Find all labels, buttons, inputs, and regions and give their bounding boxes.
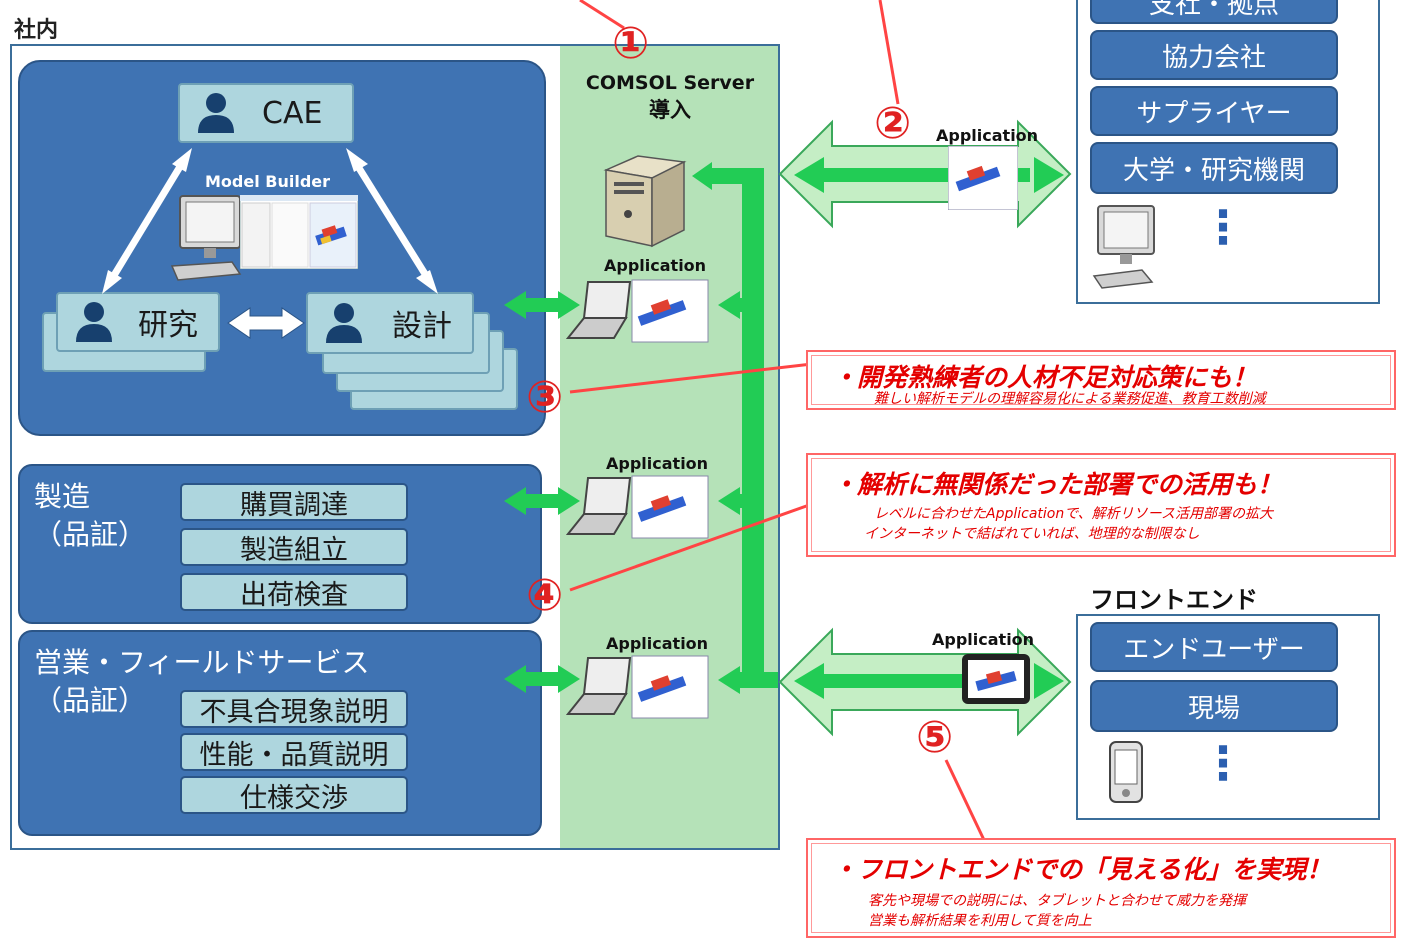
- manufacturing-item-inspection: 出荷検査: [180, 573, 408, 611]
- app-label-manufacturing: Application: [606, 454, 709, 473]
- person-icon: [198, 93, 234, 133]
- sales-item-spec: 仕様交渉: [180, 776, 408, 814]
- sales-label: 営業・フィールドサービス （品証）: [34, 644, 369, 720]
- manufacturing-item-purchasing: 購買調達: [180, 483, 408, 521]
- external-item-branch: 支社・拠点: [1090, 0, 1338, 24]
- server-label: COMSOL Server 導入: [570, 72, 770, 124]
- server-label-line2: 導入: [649, 98, 691, 122]
- frontend-item-enduser: エンドユーザー: [1090, 622, 1338, 672]
- sales-item-defect: 不具合現象説明: [180, 690, 408, 728]
- callout-4-sub2: インターネットで結ばれていれば、地理的な制限なし: [864, 526, 1200, 542]
- app-label-sales: Application: [606, 634, 709, 653]
- sales-label-line1: 営業・フィールドサービス: [34, 646, 370, 679]
- callout-3: ・開発熟練者の人材不足対応策にも！ 難しい解析モデルの理解容易化による業務促進、…: [806, 350, 1396, 410]
- tablet-icon: [962, 654, 1030, 704]
- laptop-icon-cae: [566, 279, 709, 343]
- app-label-frontend: Application: [932, 630, 1035, 649]
- model-builder-label: Model Builder: [205, 172, 331, 191]
- research-box: 研究: [56, 292, 220, 352]
- callout-5-sub2: 営業も解析結果を利用して質を向上: [868, 913, 1092, 929]
- manufacturing-label: 製造 （品証）: [34, 478, 146, 554]
- sales-item-performance: 性能・品質説明: [180, 733, 408, 771]
- cae-white-arrows: [102, 148, 438, 339]
- manufacturing-label-line1: 製造: [34, 480, 91, 513]
- desktop-computer-icon: [170, 195, 242, 281]
- person-icon: [326, 303, 362, 343]
- laptop-icon-manufacturing: [566, 475, 709, 539]
- desktop-computer-icon-external: [1092, 205, 1155, 289]
- external-item-partner: 協力会社: [1090, 30, 1338, 80]
- manufacturing-item-assembly: 製造組立: [180, 528, 408, 566]
- marker-4: ④: [526, 570, 564, 621]
- callout-3-sub: 難しい解析モデルの理解容易化による業務促進、教育工数削減: [874, 391, 1266, 407]
- external-item-supplier: サプライヤー: [1090, 86, 1338, 136]
- frontend-item-site: 現場: [1090, 680, 1338, 732]
- design-label: 設計: [392, 309, 452, 344]
- callout-4-sub1: レベルに合わせたApplicationで、解析リソース活用部署の拡大: [874, 506, 1273, 522]
- frontend-more-dots: ⋮: [1200, 736, 1246, 790]
- callout-3-title: ・開発熟練者の人材不足対応策にも！: [832, 363, 1258, 392]
- app-screenshot-external: [948, 146, 1018, 210]
- marker-5: ⑤: [916, 712, 954, 763]
- callout-5-title: ・フロントエンドでの「見える化」を実現！: [832, 855, 1332, 884]
- app-label-external: Application: [936, 126, 1039, 145]
- marker-2: ②: [874, 98, 912, 149]
- server-label-line1: COMSOL Server: [585, 72, 755, 94]
- frontend-title: フロントエンド: [1090, 586, 1258, 614]
- callout-4: ・解析に無関係だった部署での活用も！ レベルに合わせたApplicationで、…: [806, 453, 1396, 557]
- person-icon: [76, 302, 112, 342]
- naibu-title: 社内: [14, 18, 59, 43]
- callout-5-sub1: 客先や現場での説明には、タブレットと合わせて威力を発揮: [868, 893, 1246, 909]
- design-box: 設計: [306, 292, 474, 354]
- manufacturing-label-line2: （品証）: [34, 517, 147, 551]
- laptop-icon-sales: [566, 655, 709, 719]
- model-builder-screenshot: [240, 195, 358, 269]
- callout-5: ・フロントエンドでの「見える化」を実現！ 客先や現場での説明には、タブレットと合…: [806, 838, 1396, 938]
- server-tower-icon: [603, 155, 687, 248]
- phone-icon: [1109, 741, 1143, 803]
- sales-label-line2: （品証）: [34, 683, 147, 717]
- callout-4-title: ・解析に無関係だった部署での活用も！: [832, 470, 1283, 499]
- external-item-university: 大学・研究機関: [1090, 142, 1338, 194]
- cae-box: CAE: [178, 83, 354, 143]
- marker-1: ①: [612, 18, 650, 69]
- app-label-cae: Application: [604, 256, 707, 275]
- cae-label: CAE: [262, 95, 323, 131]
- external-more-dots: ⋮: [1200, 200, 1246, 254]
- marker-3: ③: [526, 372, 564, 423]
- research-label: 研究: [138, 308, 198, 343]
